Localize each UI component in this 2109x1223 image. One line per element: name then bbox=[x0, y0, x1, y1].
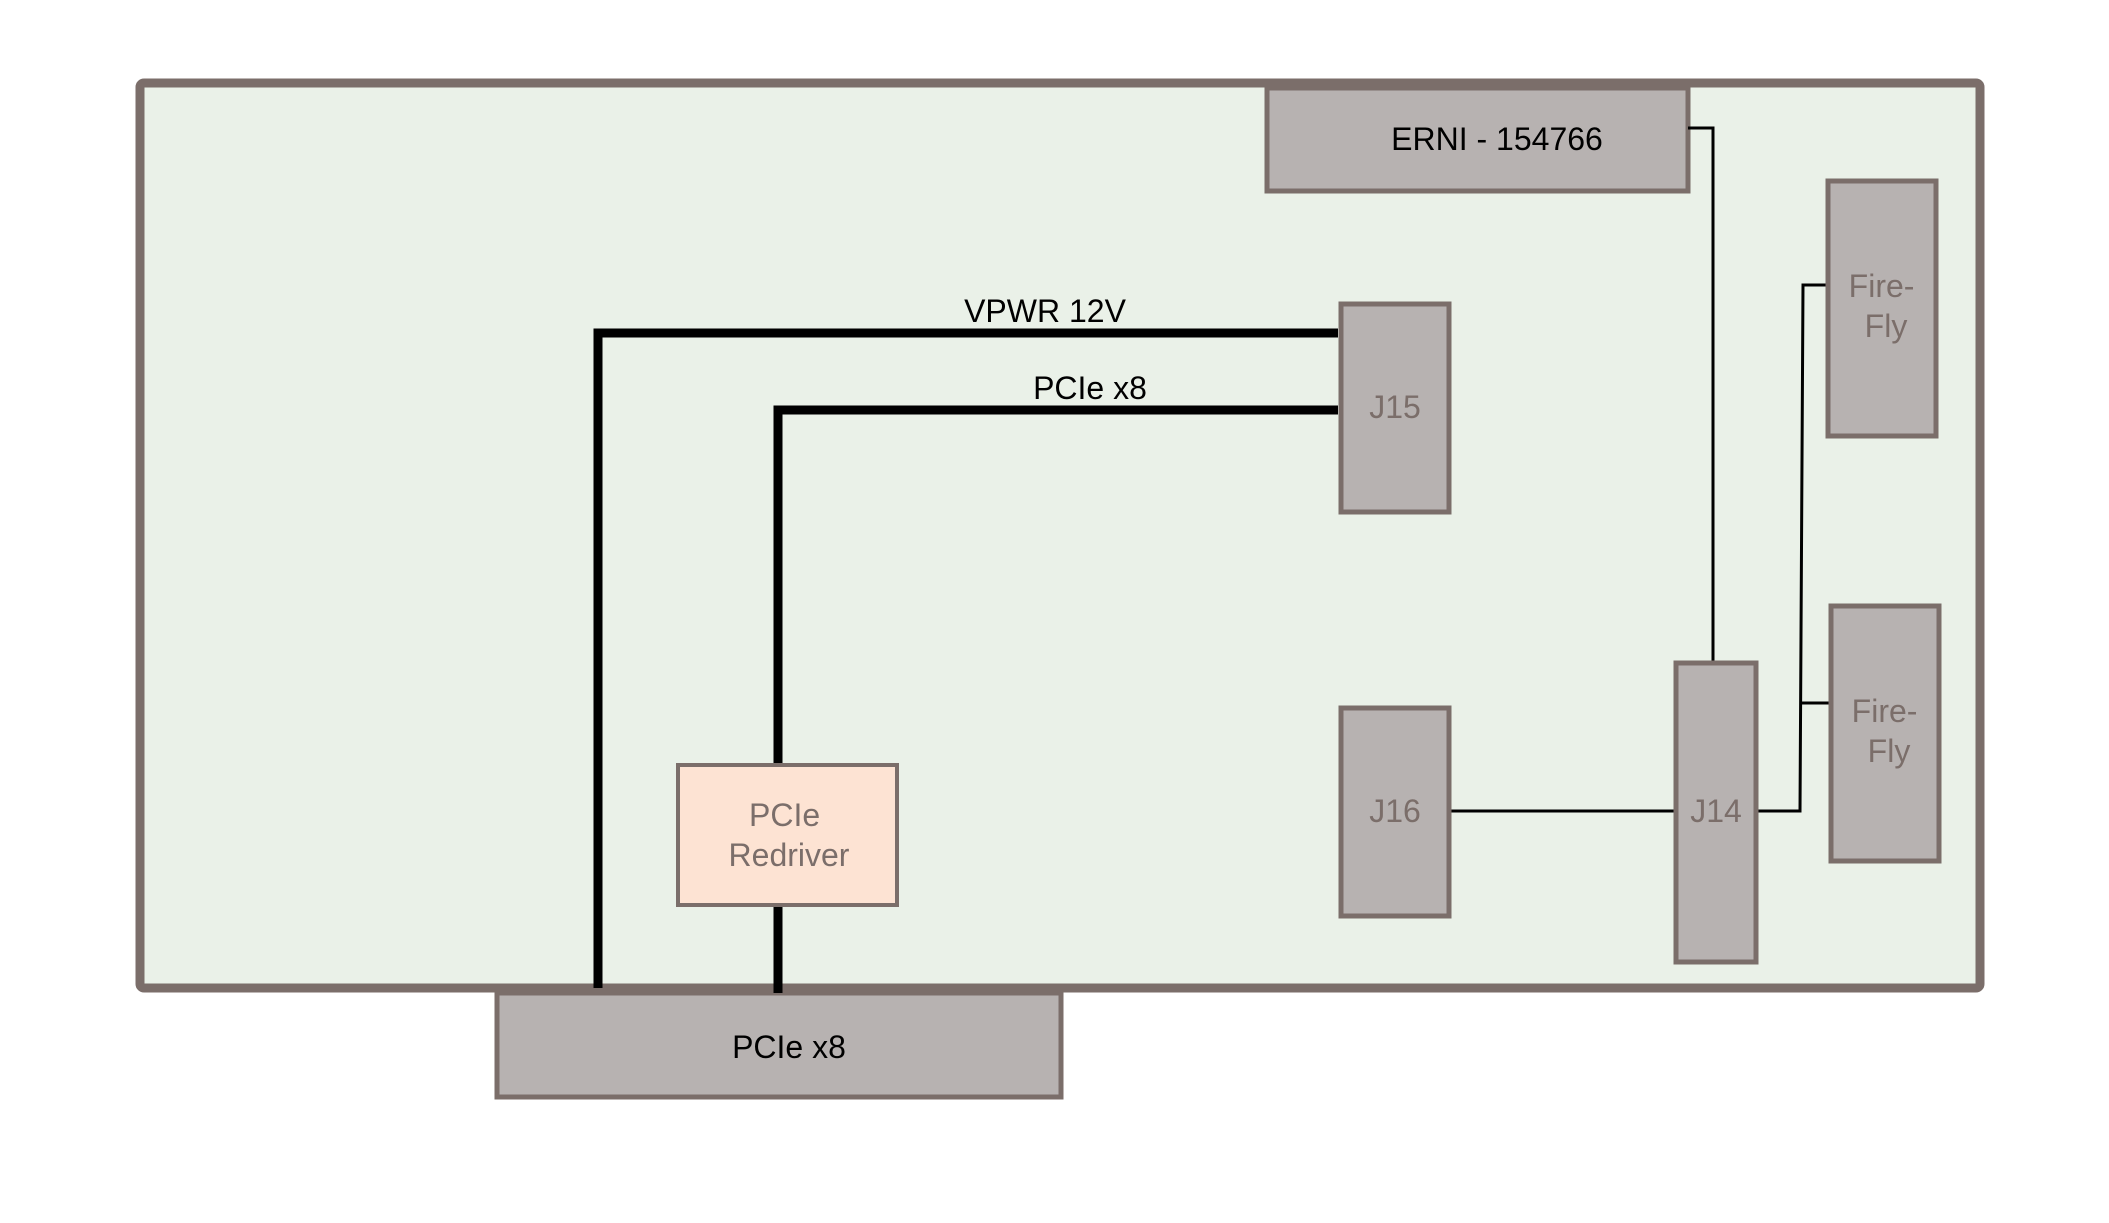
vpwr-12v-label: VPWR 12V bbox=[964, 293, 1126, 329]
erni-connector-label: ERNI - 154766 bbox=[1391, 121, 1603, 157]
firefly-bottom-connector bbox=[1828, 603, 1942, 864]
firefly-top-label: Fire- Fly bbox=[1849, 268, 1924, 344]
pcie-edge-connector-label: PCIe x8 bbox=[732, 1029, 846, 1065]
firefly-bottom-label: Fire- Fly bbox=[1852, 693, 1927, 769]
vpwr-12v-wire bbox=[593, 328, 1338, 988]
j14-to-firefly-wire bbox=[1756, 283, 1828, 813]
j16-connector bbox=[1338, 705, 1452, 919]
firefly-top-connector bbox=[1825, 178, 1939, 439]
j15-connector bbox=[1338, 301, 1452, 515]
firefly-bottom-label-line-1: Fire- bbox=[1852, 693, 1918, 729]
erni-connector bbox=[1264, 85, 1691, 194]
pcie-redriver-label-line-2: Redriver bbox=[729, 837, 850, 873]
firefly-top-label-line-1: Fire- bbox=[1849, 268, 1915, 304]
pcie-x8-signal-label: PCIe x8 bbox=[1033, 370, 1147, 406]
j15-label: J15 bbox=[1369, 389, 1421, 425]
pcie-redriver bbox=[676, 763, 899, 907]
pcie-edge-connector bbox=[494, 990, 1064, 1100]
j14-label: J14 bbox=[1690, 793, 1742, 829]
j14-connector bbox=[1673, 660, 1759, 965]
pcie-redriver-label: PCIe Redriver bbox=[729, 797, 850, 873]
j16-label: J16 bbox=[1369, 793, 1421, 829]
firefly-bottom-label-line-2: Fly bbox=[1868, 733, 1911, 769]
firefly-top-label-line-2: Fly bbox=[1865, 308, 1908, 344]
erni-to-j14-wire bbox=[1688, 126, 1715, 663]
pcie-redriver-label-line-1: PCIe bbox=[749, 797, 820, 833]
pcie-x8-wire-upper bbox=[773, 405, 1338, 763]
